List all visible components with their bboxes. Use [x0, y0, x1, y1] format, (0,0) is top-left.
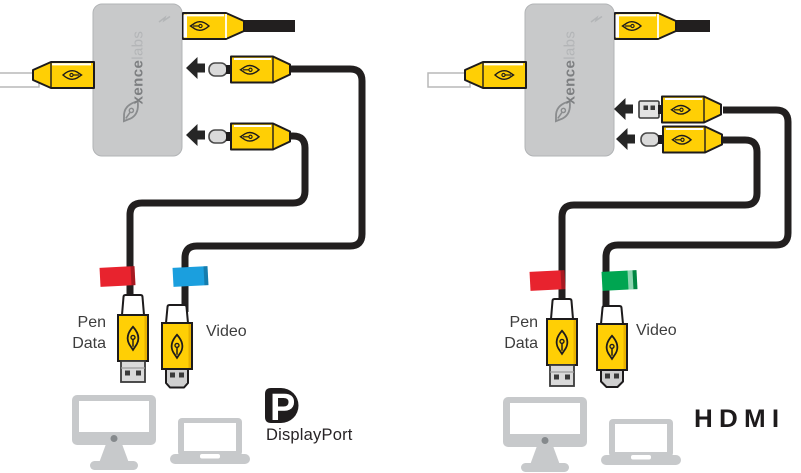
displayport-wordmark: DisplayPort — [266, 426, 353, 444]
usb-connector-top — [615, 13, 676, 39]
arrow-left-icon — [186, 124, 205, 146]
laptop-computer-icon — [601, 419, 681, 465]
desktop-computer-icon — [72, 395, 156, 470]
pen-data-usb-a-connector — [118, 295, 148, 382]
video-cable — [602, 106, 792, 308]
pen-data-label: Pen Data — [72, 314, 106, 352]
usb-c-connector-video — [209, 57, 290, 83]
video-band — [601, 270, 638, 291]
white-host-cable — [427, 72, 471, 88]
usb-c-connector-pen — [641, 127, 722, 153]
usb-connector-top — [183, 13, 244, 39]
video-label: Video — [636, 322, 677, 339]
arrow-left-icon — [616, 128, 635, 150]
cable-group — [126, 20, 366, 312]
hdmi-diagram — [427, 3, 792, 472]
displayport-logo-icon: P — [265, 387, 299, 429]
pen-data-label: Pen Data — [504, 314, 538, 352]
video-hdmi-connector — [597, 306, 627, 387]
video-cable — [181, 65, 366, 312]
video-label: Video — [206, 323, 247, 340]
usb-hub — [92, 3, 183, 157]
displayport-diagram: P — [0, 3, 366, 470]
usb-a-connector-video — [639, 97, 721, 123]
hdmi-wordmark: HDMI — [694, 405, 786, 433]
arrow-left-icon — [614, 98, 633, 120]
displayport-logo-letter: P — [270, 387, 295, 429]
video-band — [172, 266, 209, 287]
desktop-computer-icon — [503, 397, 587, 472]
pen-data-band — [99, 266, 136, 287]
usb-c-connector-pen — [209, 124, 290, 150]
pen-data-usb-a-connector — [547, 299, 577, 386]
pen-data-cable — [558, 136, 761, 301]
pen-data-cable — [126, 132, 309, 303]
arrow-left-icon — [186, 57, 205, 79]
cable-group — [558, 20, 792, 308]
usb-connector-left — [33, 62, 94, 88]
laptop-computer-icon — [170, 418, 250, 464]
usb-hub — [524, 3, 615, 157]
usb-connector-left — [465, 62, 526, 88]
video-displayport-connector — [162, 305, 192, 388]
pen-data-band — [529, 270, 566, 291]
